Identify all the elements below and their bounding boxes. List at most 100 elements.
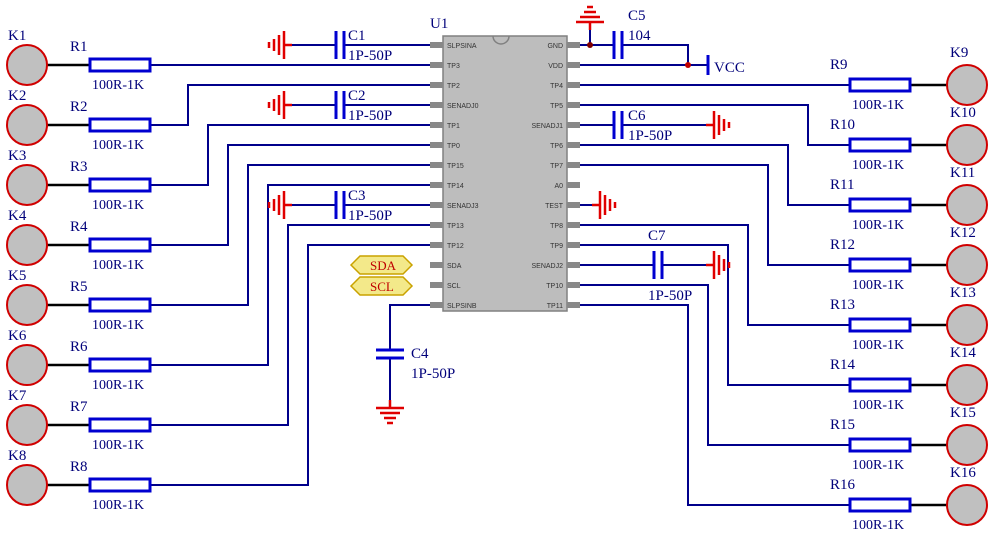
ic-pin-label: TP15 <box>447 163 464 170</box>
resistor-body <box>848 317 912 333</box>
junction-dot <box>587 42 593 48</box>
ic-pin-box <box>567 42 580 48</box>
resistor-value: 100R-1K <box>92 438 144 453</box>
components: K1R1100R-1KK2R2100R-1KK3R3100R-1KK4R4100… <box>6 5 988 533</box>
ic-pin-label: SENADJ2 <box>531 263 563 270</box>
sda-net-label: SDA <box>349 255 414 275</box>
c3-ref: C3 <box>348 188 366 204</box>
c1-ref: C1 <box>348 28 366 44</box>
resistor-body <box>88 237 152 253</box>
resistor-body <box>88 117 152 133</box>
ic-pin-label: SCL <box>447 283 461 290</box>
touch-pad <box>6 104 48 146</box>
ic-pin-box <box>567 262 580 268</box>
ic-pin-label: TP1 <box>447 123 460 130</box>
ic-pin-label: A0 <box>554 183 563 190</box>
resistor-value: 100R-1K <box>92 318 144 333</box>
resistor-body <box>848 437 912 453</box>
trace <box>150 164 430 306</box>
ic-pin-box <box>430 222 443 228</box>
touch-pad <box>946 484 988 526</box>
touch-pad-label: K5 <box>8 268 26 284</box>
resistor-body <box>88 417 152 433</box>
ic-pin-label: TP8 <box>550 223 563 230</box>
resistor-ref: R2 <box>70 99 88 115</box>
junction-dot <box>685 62 691 68</box>
ic-pin-label: SLPSINA <box>447 43 477 50</box>
resistor-ref: R8 <box>70 459 88 475</box>
trace <box>580 284 850 446</box>
ic-pin-label: SENADJ3 <box>447 203 479 210</box>
resistor-body <box>88 477 152 493</box>
touch-pad-label: K15 <box>950 405 976 421</box>
touch-pad <box>946 244 988 286</box>
ic-body <box>442 35 568 312</box>
resistor-ref: R13 <box>830 297 855 313</box>
trace <box>150 144 430 246</box>
trace <box>580 104 850 146</box>
ic-pin-box <box>567 142 580 148</box>
ic-pin-box <box>567 82 580 88</box>
resistor-body <box>848 377 912 393</box>
resistor-value: 100R-1K <box>852 278 904 293</box>
resistor-ref: R7 <box>70 399 88 415</box>
ic-pin-label: GND <box>547 43 563 50</box>
trace <box>580 144 850 206</box>
c5-ref: C5 <box>628 8 646 24</box>
trace <box>150 244 430 486</box>
touch-pad <box>946 364 988 406</box>
ic-pin-label: TP12 <box>447 243 464 250</box>
touch-pad-label: K12 <box>950 225 976 241</box>
resistor-ref: R4 <box>70 219 88 235</box>
touch-pad-label: K9 <box>950 45 968 61</box>
touch-pad-label: K3 <box>8 148 26 164</box>
ic-pin-box <box>430 242 443 248</box>
trace <box>580 164 850 266</box>
resistor-value: 100R-1K <box>92 138 144 153</box>
ic-pin-box <box>430 102 443 108</box>
ic-pin-label: TEST <box>545 203 564 210</box>
c5-value: 104 <box>628 28 651 44</box>
touch-pad <box>946 184 988 226</box>
ic-pin-box <box>430 122 443 128</box>
ic-pin-label: SLPSINB <box>447 303 477 310</box>
touch-pad <box>6 344 48 386</box>
ic-pin-label: TP13 <box>447 223 464 230</box>
ic-pin-label: TP14 <box>447 183 464 190</box>
ic-pin-box <box>430 82 443 88</box>
touch-pad-label: K11 <box>950 165 975 181</box>
ic-pin-label: TP0 <box>447 143 460 150</box>
resistor-value: 100R-1K <box>92 378 144 393</box>
touch-pad <box>946 64 988 106</box>
scl-net-label: SCL <box>349 276 414 296</box>
resistor-value: 100R-1K <box>852 98 904 113</box>
trace <box>150 124 430 186</box>
ic-pin-label: TP9 <box>550 243 563 250</box>
ic-pin-box <box>430 42 443 48</box>
resistor-value: 100R-1K <box>852 218 904 233</box>
touch-pad <box>6 464 48 506</box>
ic-pin-box <box>430 182 443 188</box>
ic-pin-box <box>567 242 580 248</box>
resistor-body <box>848 497 912 513</box>
ic-pin-box <box>430 282 443 288</box>
wires <box>47 30 947 507</box>
sda-label: SDA <box>370 258 397 273</box>
ic-pin-label: SENADJ0 <box>447 103 479 110</box>
c7-value: 1P-50P <box>648 288 692 304</box>
resistor-value: 100R-1K <box>852 518 904 533</box>
resistor-body <box>848 77 912 93</box>
trace <box>580 224 850 326</box>
resistor-ref: R9 <box>830 57 848 73</box>
resistor-value: 100R-1K <box>852 338 904 353</box>
resistor-ref: R5 <box>70 279 88 295</box>
resistor-ref: R12 <box>830 237 855 253</box>
touch-pad-label: K2 <box>8 88 26 104</box>
ic-pin-label: TP2 <box>447 83 460 90</box>
touch-pad <box>946 304 988 346</box>
touch-pad <box>946 124 988 166</box>
resistor-value: 100R-1K <box>92 498 144 513</box>
ic-pin-box <box>430 262 443 268</box>
resistor-ref: R14 <box>830 357 856 373</box>
